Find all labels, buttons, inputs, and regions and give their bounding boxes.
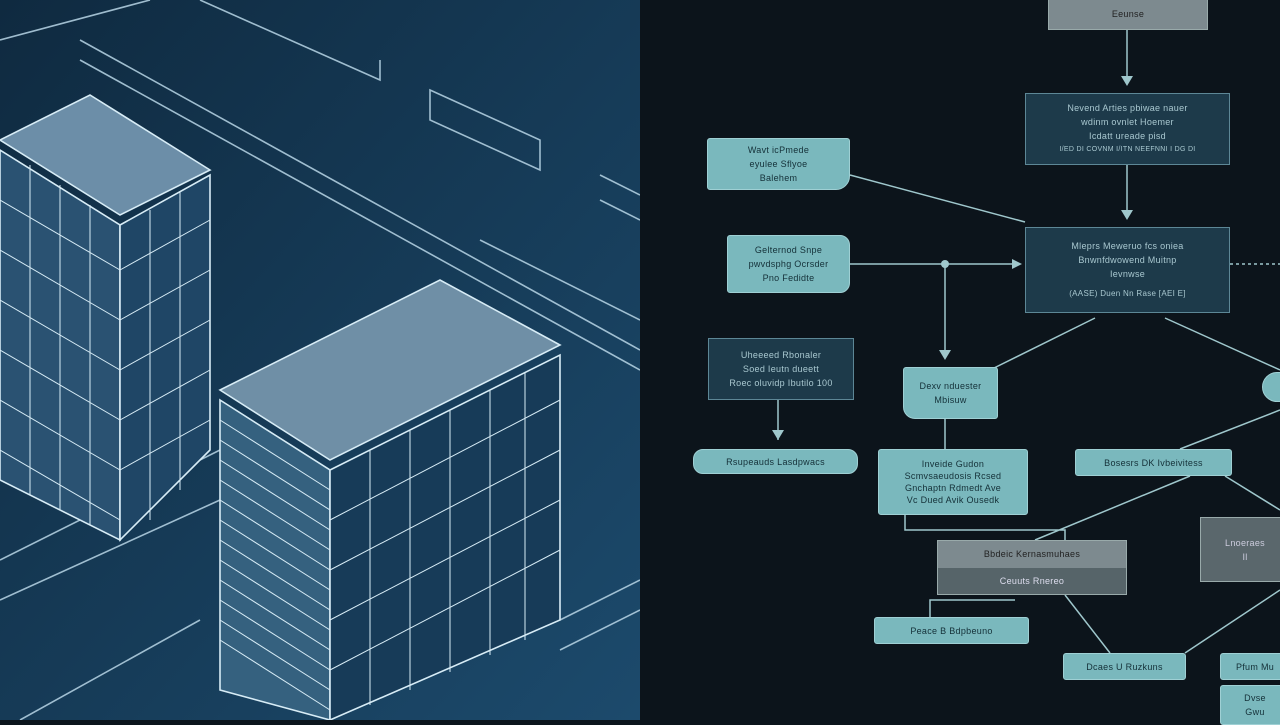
node-text: Roec oluvidp Ibutilo 100 bbox=[729, 378, 833, 388]
flow-node-i[interactable]: Bosesrs DK Ivbeivitess bbox=[1075, 449, 1232, 476]
node-text: Vc Dued Avik Ousedk bbox=[906, 495, 1000, 505]
node-text: Mbisuw bbox=[934, 395, 967, 405]
node-text: Eeunse bbox=[1111, 9, 1145, 19]
node-text: Gnchaptn Rdmedt Ave bbox=[904, 483, 1002, 493]
node-text: Ievnwse bbox=[1109, 269, 1146, 279]
node-text: Soed Ieutn dueett bbox=[742, 364, 820, 374]
node-text: Inveide Gudon bbox=[921, 459, 985, 469]
flowchart-connectors bbox=[772, 30, 1280, 654]
node-text: Wavt icPmede bbox=[747, 145, 810, 155]
node-text: Pfum Mu bbox=[1235, 661, 1275, 672]
node-text: Il bbox=[1242, 551, 1248, 562]
node-text: Bnwnfdwowend Muitnp bbox=[1078, 255, 1177, 265]
node-text: Bbdeic Kernasmuhaes bbox=[983, 549, 1081, 560]
node-text: Dvse bbox=[1244, 693, 1266, 703]
node-text: Nevend Arties pbiwae nauer bbox=[1067, 103, 1188, 113]
building-left bbox=[0, 94, 212, 542]
flow-node-k[interactable]: Peace B Bdpbeuno bbox=[874, 617, 1029, 644]
isometric-building-illustration bbox=[0, 0, 640, 720]
flow-node-l[interactable]: Dcaes U Ruzkuns bbox=[1063, 653, 1186, 680]
node-text: wdinm ovnlet Hoemer bbox=[1081, 117, 1174, 127]
node-text: I/ED DI COVNM I/ITN NEEFNNI I DG DI bbox=[1059, 146, 1196, 153]
node-text: Gelternod Snpe bbox=[754, 245, 823, 255]
building-right bbox=[218, 279, 562, 720]
node-text: Scmvsaeudosis Rcsed bbox=[904, 471, 1002, 481]
node-text: Dcaes U Ruzkuns bbox=[1086, 661, 1163, 672]
node-text: Peace B Bdpbeuno bbox=[910, 625, 993, 636]
flow-node-top[interactable]: Eeunse bbox=[1048, 0, 1208, 30]
flow-node-n[interactable]: Pfum Mu bbox=[1220, 653, 1280, 680]
node-text: Lnoeraes bbox=[1225, 537, 1265, 548]
node-text: pwvdsphg Ocrsder bbox=[748, 259, 829, 269]
node-text: Icdatt ureade pisd bbox=[1089, 131, 1166, 141]
flow-node-g[interactable]: Rsupeauds Lasdpwacs bbox=[693, 449, 858, 474]
flow-node-a[interactable]: Nevend Arties pbiwae nauer wdinm ovnlet H… bbox=[1025, 93, 1230, 165]
node-text: eyulee Sflyoe bbox=[749, 159, 808, 169]
node-text: Pno Fedidte bbox=[762, 273, 815, 283]
node-text: Ceuuts Rnereo bbox=[938, 567, 1126, 594]
flow-node-j[interactable]: Bbdeic Kernasmuhaes Ceuuts Rnereo bbox=[937, 540, 1127, 595]
node-text: Uheeeed Rbonaler bbox=[740, 350, 822, 360]
node-text: Bosesrs DK Ivbeivitess bbox=[1104, 457, 1203, 468]
node-text: Balehem bbox=[759, 173, 798, 183]
node-text: (AASE) Duen Nn Rase [AEI E] bbox=[1069, 289, 1186, 298]
flowchart-panel: Eeunse Nevend Arties pbiwae nauer wdinm o… bbox=[640, 0, 1280, 725]
node-text: Mleprs Meweruo fcs oniea bbox=[1071, 241, 1184, 251]
node-text: Dexv nduester bbox=[919, 381, 982, 391]
node-text: Rsupeauds Lasdpwacs bbox=[726, 456, 825, 467]
node-text: Gwu bbox=[1245, 707, 1265, 717]
